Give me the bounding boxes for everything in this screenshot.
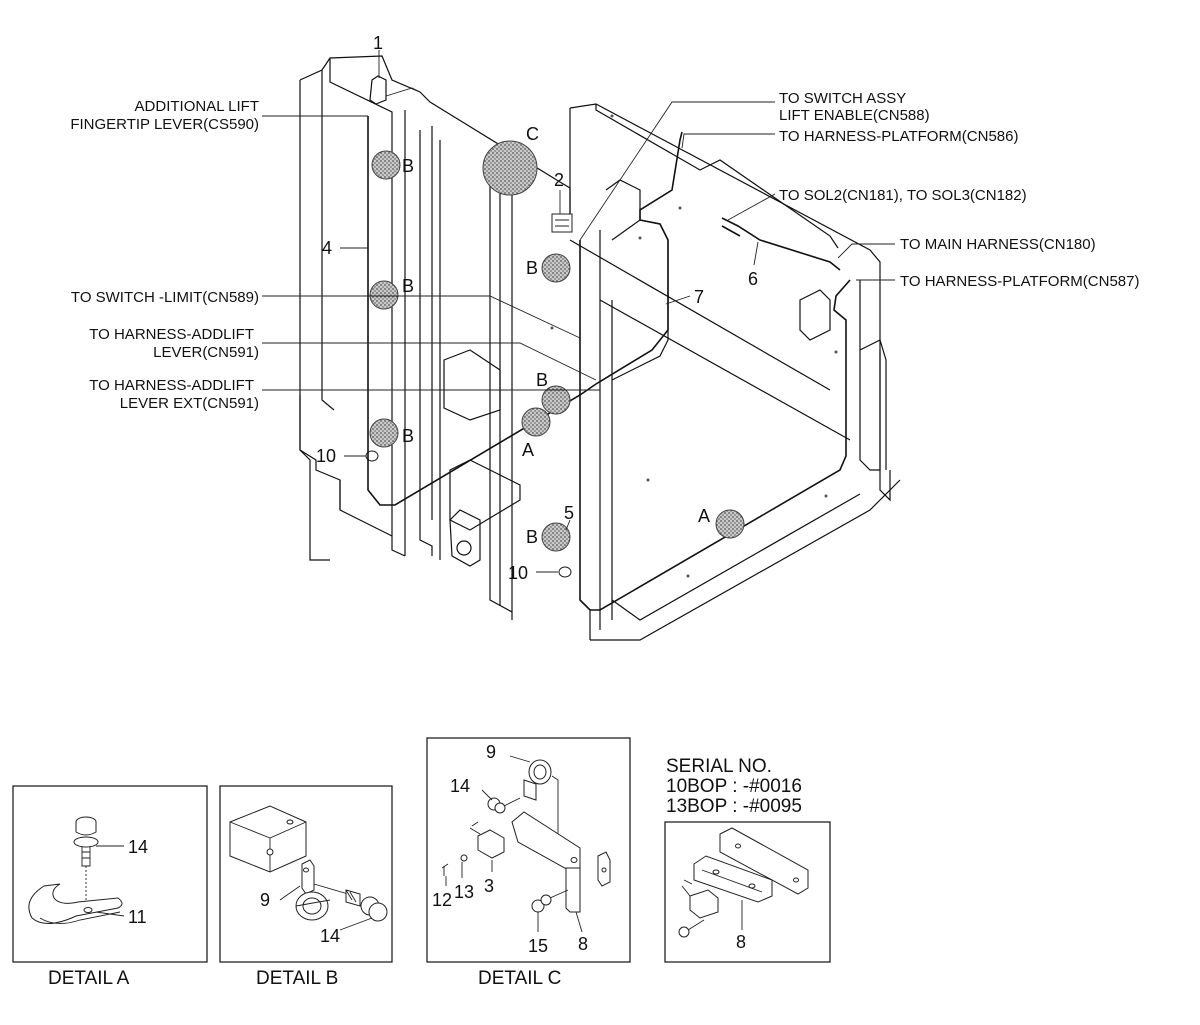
detail-c-callout-9: 9 — [486, 742, 496, 762]
serial-detail: SERIAL NO. 10BOP : -#0016 13BOP : -#0095… — [664, 756, 831, 963]
label-addlift-lever-2: LEVER(CN591) — [153, 344, 259, 361]
marker-b-5: B — [536, 370, 548, 390]
detail-c-callout-3: 3 — [484, 876, 494, 896]
detail-b-box — [219, 785, 393, 963]
label-platform-586: TO HARNESS-PLATFORM(CN586) — [779, 128, 1018, 145]
detail-b-callout-9: 9 — [260, 890, 270, 910]
detail-b-title: DETAIL B — [256, 968, 338, 989]
callout-7: 7 — [694, 287, 704, 307]
callout-10-right: 10 — [508, 563, 528, 583]
serial-line-1: 10BOP : -#0016 — [666, 776, 802, 797]
detail-a-callout-14: 14 — [128, 837, 148, 857]
serial-line-2: 13BOP : -#0095 — [666, 796, 802, 817]
label-addlift-ext-2: LEVER EXT(CN591) — [120, 395, 259, 412]
callout-6: 6 — [748, 269, 758, 289]
detail-c-title: DETAIL C — [478, 968, 561, 989]
detail-c-box — [426, 737, 631, 963]
label-switch-limit: TO SWITCH -LIMIT(CN589) — [71, 289, 259, 306]
main-callouts: 1 2 4 5 6 7 10 10 C B B B B B B A A — [316, 33, 758, 583]
detail-a-callout-11: 11 — [128, 907, 147, 927]
marker-b-3: B — [402, 426, 414, 446]
marker-b-2: B — [402, 276, 414, 296]
detail-a-title: DETAIL A — [48, 968, 130, 989]
detail-c: 9 14 12 13 3 15 8 DETAIL C — [426, 737, 631, 989]
label-switch-assy-1: TO SWITCH ASSY — [779, 90, 906, 107]
label-additional-lift-1: ADDITIONAL LIFT — [135, 98, 259, 115]
marker-b-6: B — [526, 527, 538, 547]
label-additional-lift-2: FINGERTIP LEVER(CS590) — [70, 116, 259, 133]
location-markers — [369, 140, 745, 552]
detail-b-callout-14: 14 — [320, 926, 340, 946]
callout-2: 2 — [554, 170, 564, 190]
label-sol: TO SOL2(CN181), TO SOL3(CN182) — [779, 187, 1027, 204]
detail-a-box — [12, 785, 208, 963]
leader-lines — [262, 50, 895, 573]
label-main-harness: TO MAIN HARNESS(CN180) — [900, 236, 1096, 253]
connector-labels: ADDITIONAL LIFT FINGERTIP LEVER(CS590) T… — [70, 90, 1139, 412]
callout-5: 5 — [564, 503, 574, 523]
callout-1: 1 — [373, 33, 383, 53]
callout-10-left: 10 — [316, 446, 336, 466]
detail-c-callout-8: 8 — [578, 934, 588, 954]
detail-c-callout-12: 12 — [432, 890, 452, 910]
detail-c-callout-13: 13 — [454, 882, 474, 902]
marker-c: C — [526, 124, 539, 144]
label-addlift-lever-1: TO HARNESS-ADDLIFT — [89, 326, 254, 343]
serial-title: SERIAL NO. — [666, 756, 772, 777]
label-platform-587: TO HARNESS-PLATFORM(CN587) — [900, 273, 1139, 290]
label-switch-assy-2: LIFT ENABLE(CN588) — [779, 107, 930, 124]
frame-linework — [299, 55, 901, 641]
marker-b-4: B — [526, 258, 538, 278]
marker-b-1: B — [402, 156, 414, 176]
label-addlift-ext-1: TO HARNESS-ADDLIFT — [89, 377, 254, 394]
marker-a-2: A — [698, 506, 710, 526]
callout-4: 4 — [322, 238, 332, 258]
detail-c-callout-14: 14 — [450, 776, 470, 796]
detail-c-callout-15: 15 — [528, 936, 548, 956]
marker-a-1: A — [522, 440, 534, 460]
detail-b: 9 14 DETAIL B — [219, 785, 393, 989]
serial-box — [664, 821, 831, 963]
serial-callout-8: 8 — [736, 932, 746, 952]
detail-a: 14 11 DETAIL A — [12, 785, 208, 989]
harness-wires — [367, 116, 851, 611]
